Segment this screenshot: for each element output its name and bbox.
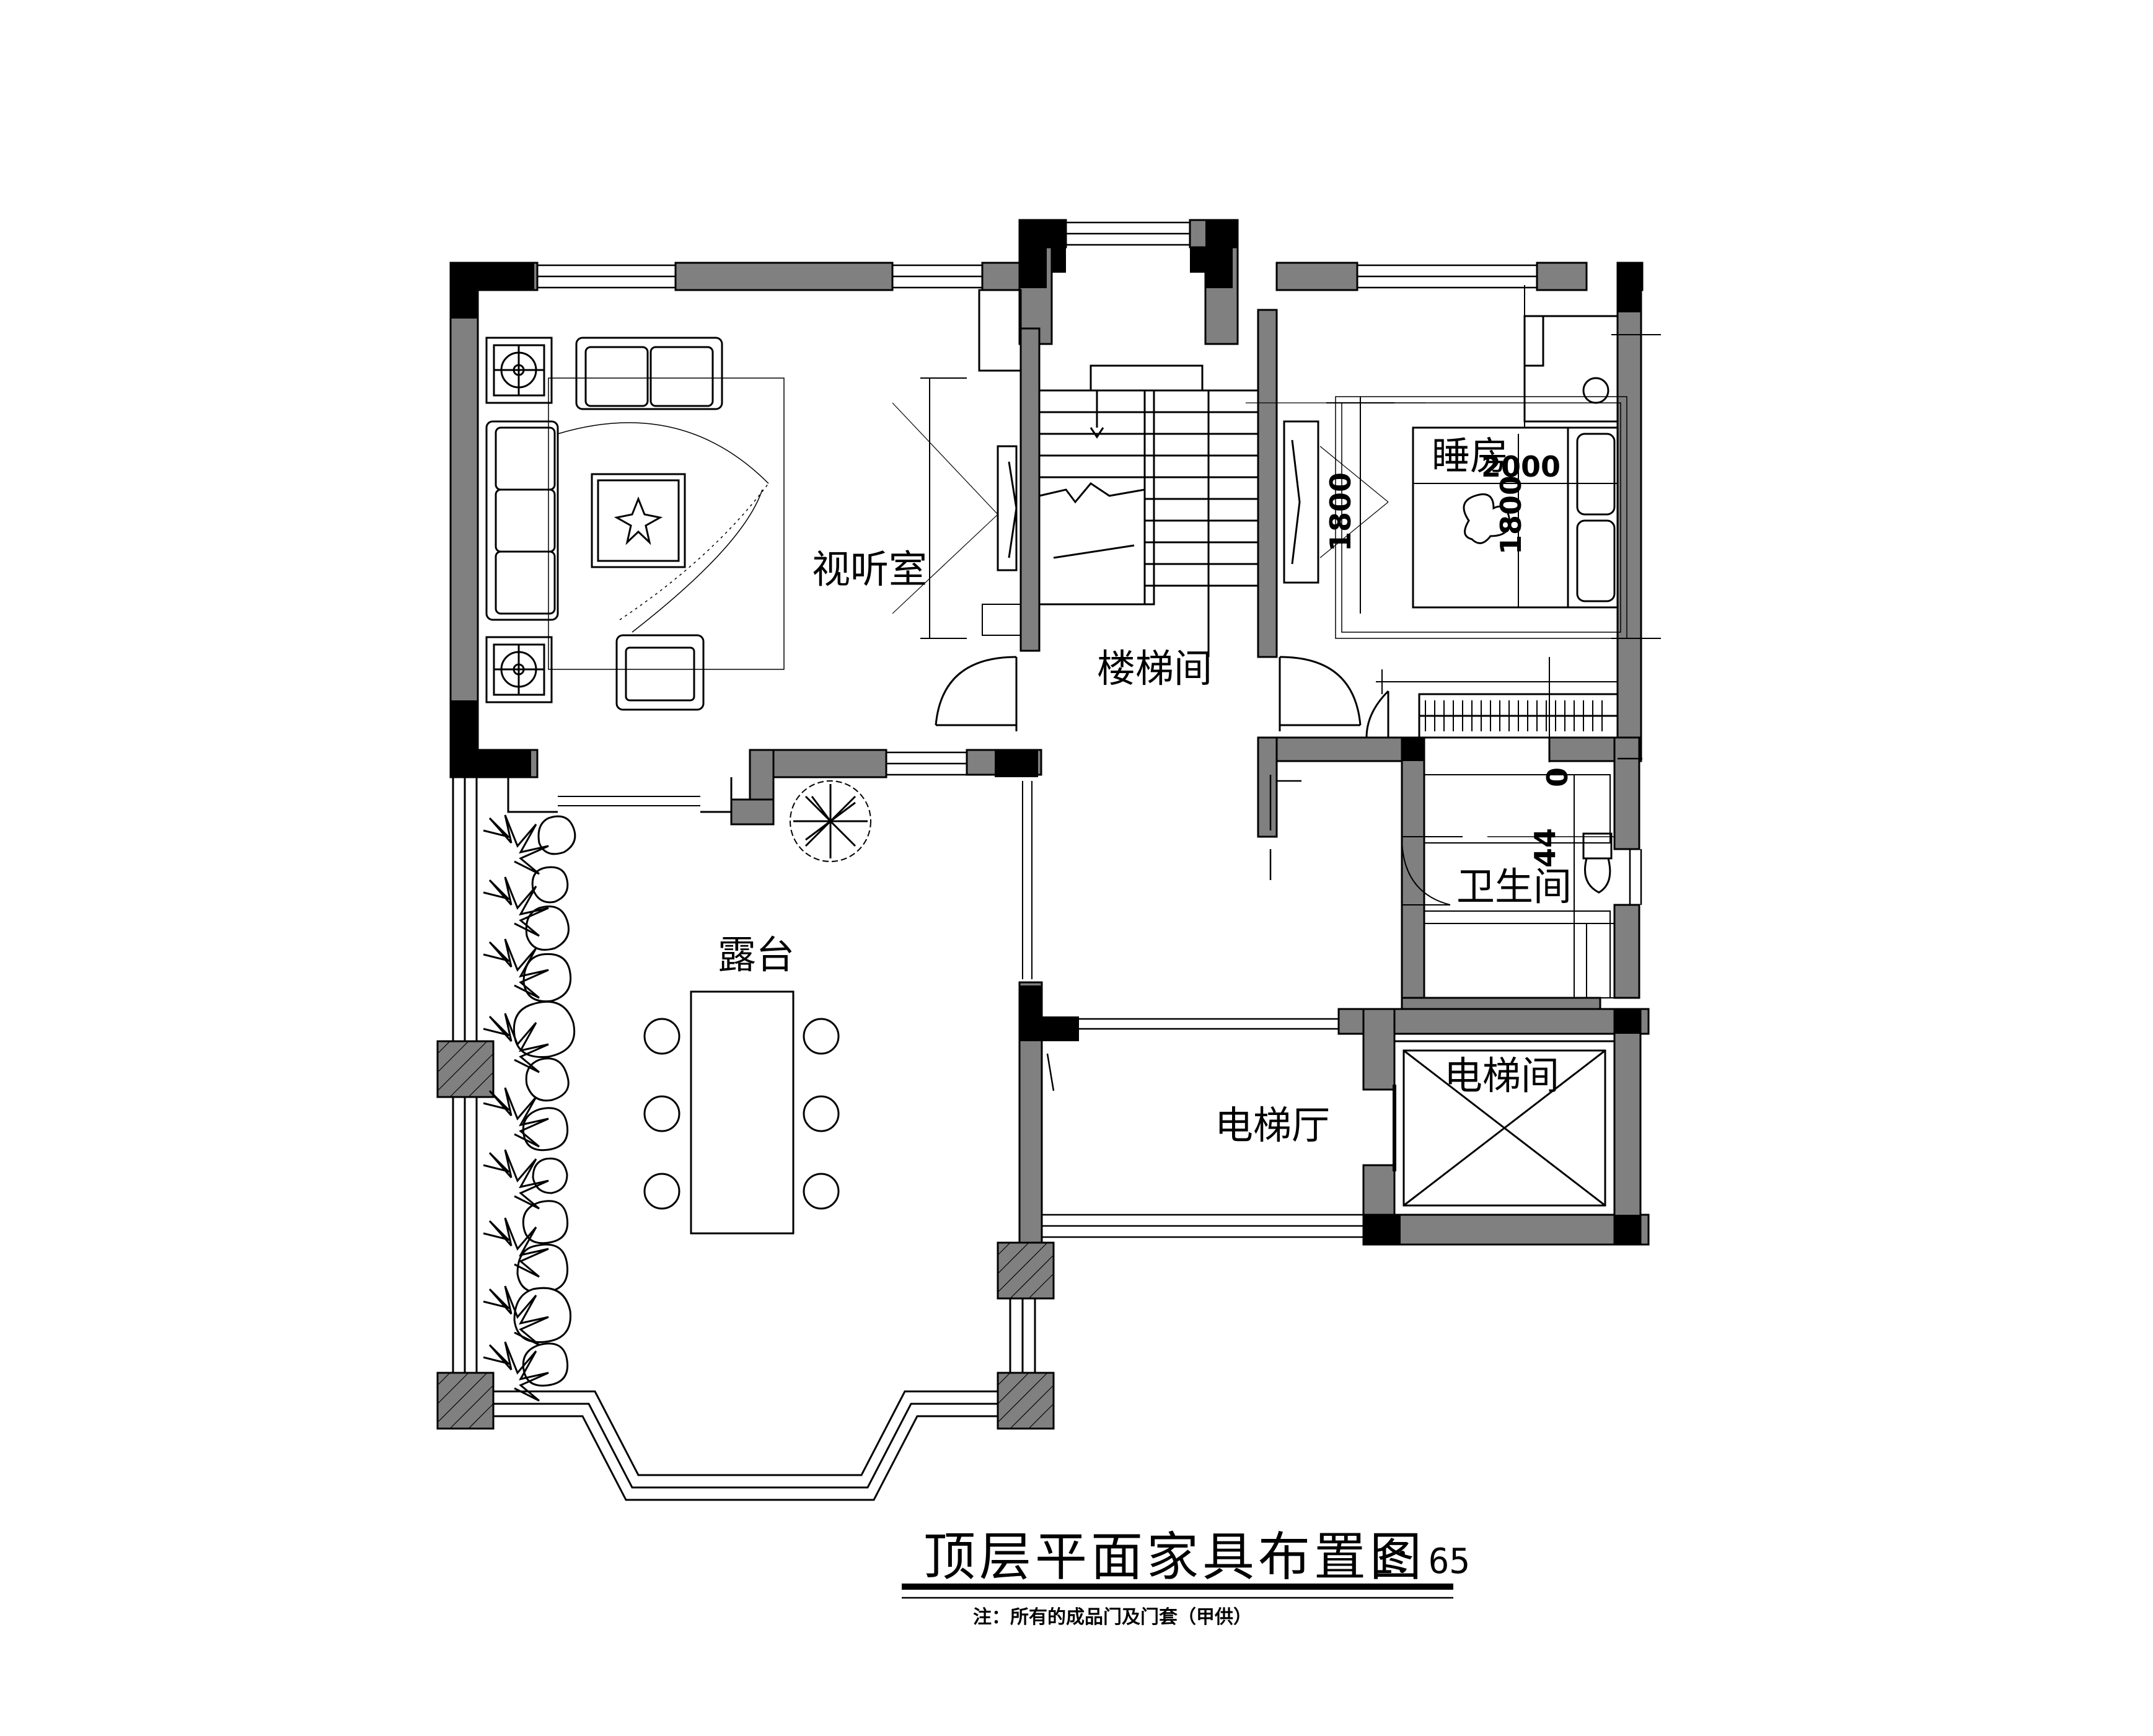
room-label-elevator: 电梯间	[1444, 1053, 1560, 1098]
dimension-bath-mark: 44	[1528, 827, 1562, 868]
door-swing-icon	[935, 656, 1018, 731]
planters	[513, 815, 576, 1387]
av-room-furniture	[485, 289, 1022, 711]
bed-icon	[1412, 426, 1619, 609]
room-label-bathroom: 卫生间	[1456, 864, 1572, 909]
windows	[537, 221, 1642, 1238]
dining-table-icon	[690, 990, 795, 1235]
bathroom-fixtures	[1424, 774, 1615, 998]
sofa-icon	[485, 420, 559, 621]
drawing-title: 顶层平面家具布置图	[923, 1527, 1426, 1587]
stairs	[1038, 364, 1258, 657]
side-table-icon	[485, 636, 553, 703]
drawing-scale: 1：65	[1373, 1541, 1471, 1582]
room-label-av-room: 视听室	[812, 547, 928, 592]
columns	[451, 220, 1641, 1245]
side-table-icon	[485, 337, 553, 404]
annotation-marks	[1046, 384, 1301, 1091]
hatch	[437, 1041, 1054, 1429]
dimension-bath-mark-small: 0	[1541, 767, 1574, 787]
door-swing-icon	[1279, 656, 1362, 731]
room-label-terrace: 露台	[718, 932, 795, 977]
door-swing-icon	[1365, 690, 1389, 738]
plant-icon	[483, 814, 549, 1402]
chair-icon	[643, 1018, 840, 1210]
title-underline	[902, 1584, 1453, 1599]
tv-cabinet-icon	[997, 445, 1018, 571]
dimension-wardrobe-width: 1800	[1324, 472, 1357, 552]
doors	[558, 656, 1463, 979]
toilet-icon	[1582, 832, 1613, 894]
armchair-icon	[615, 634, 705, 711]
tv-cabinet-icon	[1283, 420, 1319, 584]
sofa-icon	[575, 337, 723, 410]
bedroom-furniture	[1246, 285, 1661, 639]
room-label-elevator-hall: 电梯厅	[1215, 1103, 1331, 1148]
plant-icon	[790, 780, 871, 862]
wardrobe-icon	[1376, 657, 1619, 762]
room-label-bedroom: 睡房	[1432, 433, 1509, 478]
coffee-table-icon	[591, 473, 686, 568]
terrace-railing	[436, 777, 1055, 1501]
dimension-bed-width: 2000	[1481, 450, 1561, 483]
dimension-bed-length: 1800	[1494, 475, 1528, 555]
room-label-stairwell: 楼梯间	[1097, 646, 1213, 691]
elevator-icon	[1393, 1040, 1616, 1216]
walls	[449, 219, 1650, 1246]
drawing-note: 注：所有的成品门及门套（甲供）	[973, 1606, 1252, 1628]
stair-tower-jogs	[1052, 247, 1205, 273]
